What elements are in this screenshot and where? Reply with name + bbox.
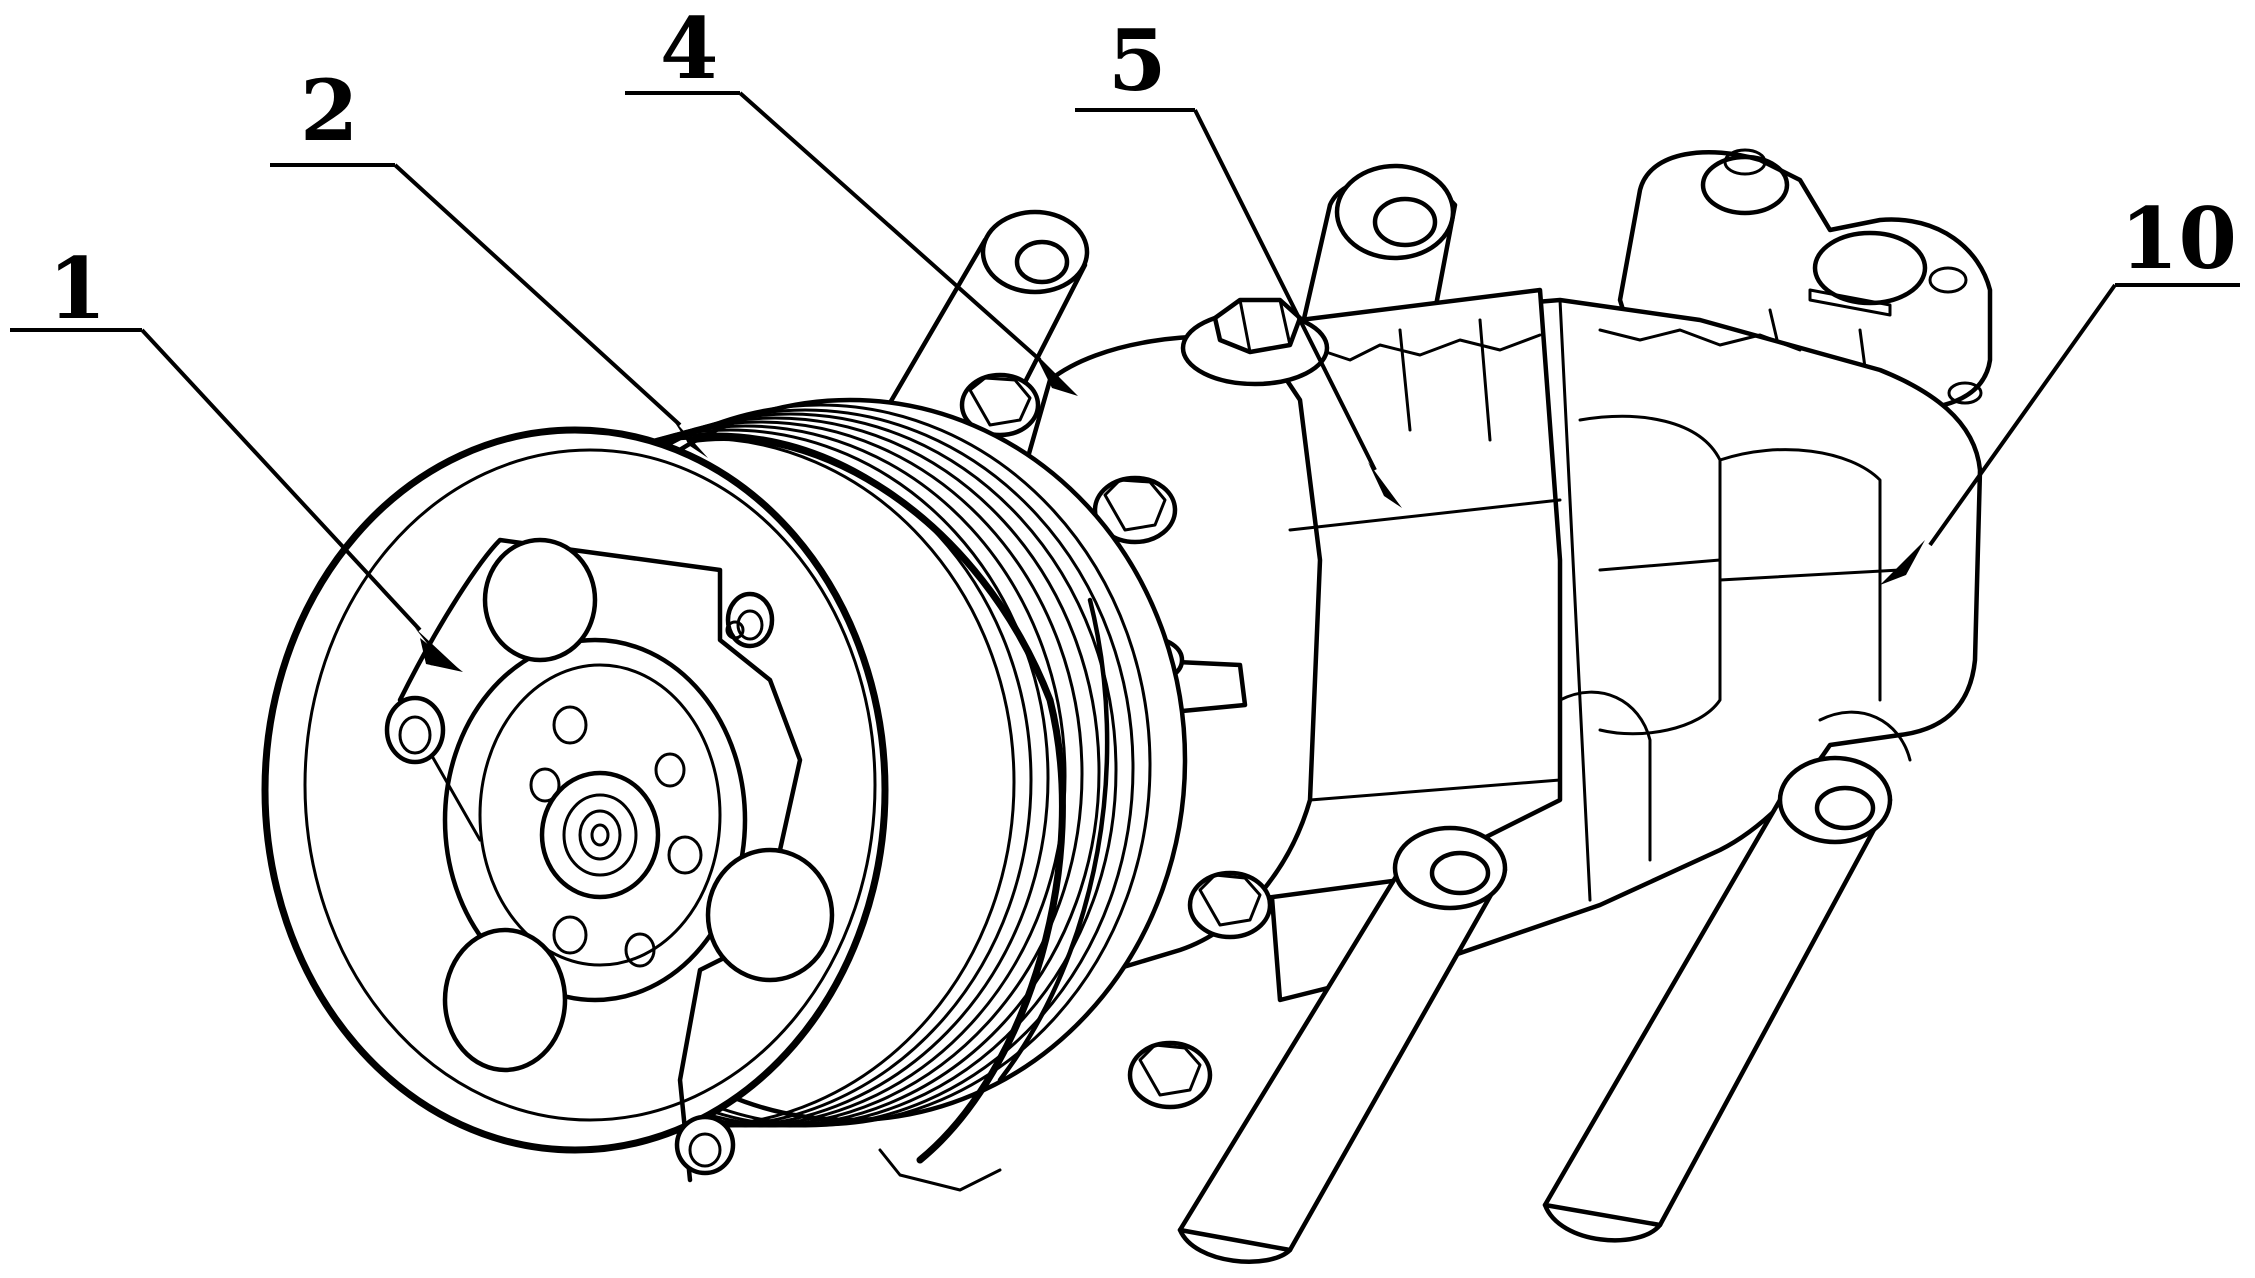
callout-1: 1 (10, 239, 463, 672)
callout-10-arrowhead (1880, 540, 1925, 585)
lower-mounting-lug-front (1177, 825, 1508, 1264)
callout-10-label: 10 (2120, 189, 2237, 288)
callout-1-arrowhead (415, 628, 460, 670)
callout-5-arrowhead (1368, 462, 1402, 508)
top-hex-bolt (1180, 297, 1330, 387)
callout-2-label: 2 (300, 61, 358, 160)
callout-5: 5 (1075, 11, 1402, 508)
clutch-front-plate (261, 426, 889, 1183)
lower-mounting-lug-rear (1542, 755, 1893, 1243)
flange-bolt-upper-left (1092, 475, 1178, 545)
flange-bolt-top (959, 372, 1041, 438)
callout-1-label: 1 (48, 239, 106, 338)
compressor-body (1007, 287, 1983, 1003)
flange-bolt-mid (1187, 870, 1273, 940)
callout-4-label: 4 (660, 0, 718, 98)
callout-4: 4 (625, 0, 1078, 396)
callout-2: 2 (270, 61, 708, 458)
callout-2-arrowhead (672, 418, 708, 458)
flange-bolt-lower (1127, 1040, 1213, 1110)
callout-4-arrowhead (1034, 352, 1078, 396)
callout-10: 10 (1880, 189, 2240, 585)
callout-5-label: 5 (1108, 11, 1166, 110)
